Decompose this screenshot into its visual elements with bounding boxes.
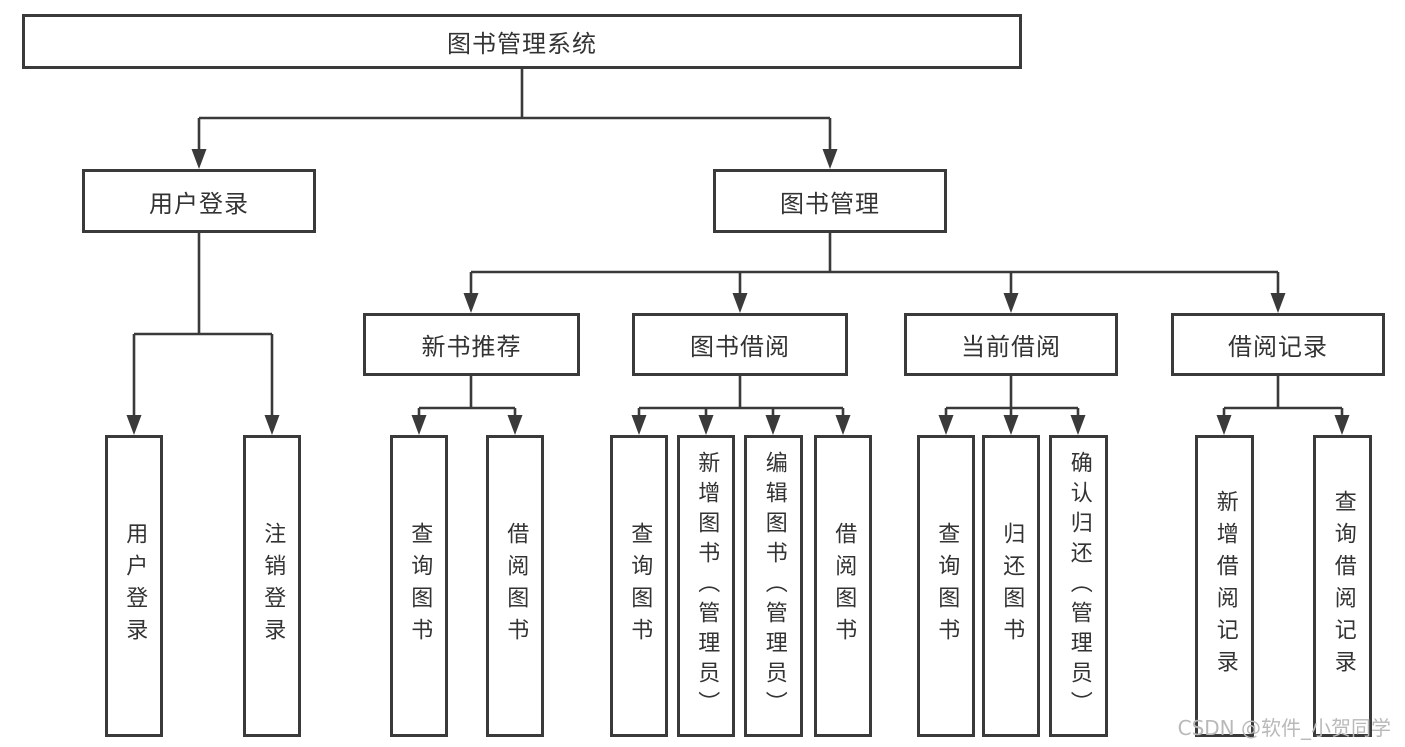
- leaf-newbooks-borrow: 借阅图书: [486, 435, 544, 737]
- leaf-borrowing-query: 查询图书: [610, 435, 668, 737]
- csdn-watermark: CSDN @软件_小贺同学: [1177, 716, 1391, 740]
- node-new-books-label: 新书推荐: [421, 333, 522, 361]
- node-user-login-label: 用户登录: [149, 189, 249, 218]
- leaf-borrowing-borrow-label: 借阅图书: [831, 522, 857, 650]
- node-book-management-label: 图书管理: [780, 189, 880, 218]
- connector-lines: [132, 69, 1344, 417]
- leaf-current-query: 查询图书: [917, 435, 975, 737]
- leaf-records-add-label: 新增借阅记录: [1212, 490, 1238, 682]
- leaf-current-confirm-label: 确认归还（管理员）: [1066, 451, 1092, 721]
- node-user-login: 用户登录: [82, 169, 316, 233]
- node-current-borrowing: 当前借阅: [904, 313, 1118, 376]
- leaf-newbooks-query: 查询图书: [390, 435, 448, 737]
- leaf-records-query: 查询借阅记录: [1313, 435, 1372, 737]
- leaf-borrowing-edit-label: 编辑图书（管理员）: [761, 451, 787, 721]
- leaf-records-add: 新增借阅记录: [1195, 435, 1254, 737]
- node-borrowing-records: 借阅记录: [1171, 313, 1385, 376]
- node-root: 图书管理系统: [22, 14, 1022, 69]
- leaf-logout: 注销登录: [243, 435, 301, 737]
- leaf-borrowing-add-label: 新增图书（管理员）: [694, 451, 720, 721]
- node-new-books: 新书推荐: [363, 313, 580, 376]
- leaf-records-query-label: 查询借阅记录: [1330, 490, 1356, 682]
- leaf-borrowing-query-label: 查询图书: [627, 522, 653, 650]
- leaf-current-confirm: 确认归还（管理员）: [1049, 435, 1108, 737]
- arrowhead-icons: [126, 149, 1350, 435]
- leaf-current-query-label: 查询图书: [934, 522, 960, 650]
- leaf-borrowing-edit: 编辑图书（管理员）: [744, 435, 803, 737]
- node-borrowing-records-label: 借阅记录: [1228, 333, 1328, 361]
- leaf-borrowing-add: 新增图书（管理员）: [677, 435, 735, 737]
- leaf-current-return-label: 归还图书: [999, 522, 1025, 650]
- leaf-newbooks-query-label: 查询图书: [407, 522, 433, 650]
- node-book-borrowing-label: 图书借阅: [690, 333, 790, 361]
- leaf-logout-label: 注销登录: [260, 522, 286, 650]
- leaf-user-login: 用户登录: [105, 435, 163, 737]
- leaf-borrowing-borrow: 借阅图书: [814, 435, 872, 737]
- node-current-borrowing-label: 当前借阅: [961, 333, 1061, 361]
- node-book-borrowing: 图书借阅: [632, 313, 848, 376]
- leaf-current-return: 归还图书: [982, 435, 1040, 737]
- node-book-management: 图书管理: [713, 169, 947, 233]
- node-root-label: 图书管理系统: [447, 30, 597, 58]
- leaf-newbooks-borrow-label: 借阅图书: [503, 522, 529, 650]
- leaf-user-login-label: 用户登录: [122, 522, 148, 650]
